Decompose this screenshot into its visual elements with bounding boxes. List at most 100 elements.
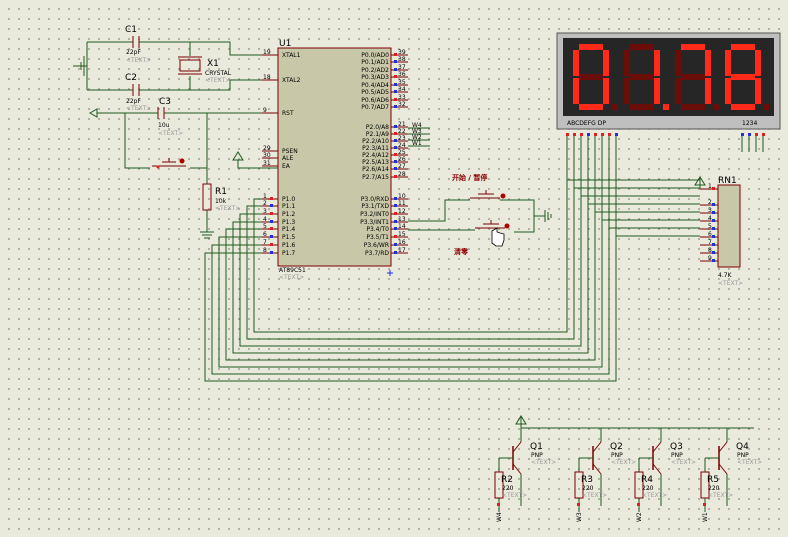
mcu-left-pin-num: 2 bbox=[263, 200, 267, 207]
segment-wire bbox=[239, 136, 582, 347]
segment-b bbox=[705, 50, 711, 76]
segment-g bbox=[579, 74, 603, 80]
segment-b bbox=[603, 50, 609, 76]
mcu-right-pin-num: 25 bbox=[398, 149, 406, 156]
display-digit-pin bbox=[755, 133, 758, 136]
mcu-left-pin-name: P1.3 bbox=[282, 219, 295, 226]
transistor-ref: Q1 bbox=[530, 442, 543, 452]
mcu-right-pin-num: 14 bbox=[398, 223, 406, 230]
mcu-left-pin-name: RST bbox=[282, 110, 294, 117]
segment-dp bbox=[612, 104, 618, 110]
mcu-right-pin-num: 17 bbox=[398, 247, 406, 254]
oscillator-circuit: C1 22pF <TEXT> C2 22pF <TEXT> X1 CRYSTAL… bbox=[73, 25, 278, 112]
segment-dp bbox=[714, 104, 720, 110]
mcu-right-pin-name: P0.6/AD6 bbox=[361, 97, 389, 104]
mcu-left-pin-name: PSEN bbox=[282, 148, 298, 155]
rn1-pin-num: 2 bbox=[708, 199, 712, 206]
mcu-left-pin-name: XTAL1 bbox=[282, 52, 301, 59]
mcu-right-pin-num: 39 bbox=[398, 49, 406, 56]
clear-button[interactable] bbox=[474, 218, 510, 234]
rn1-pin-num: 1 bbox=[708, 183, 712, 190]
mcu-right-pin-num: 26 bbox=[398, 156, 406, 163]
segment-wire bbox=[211, 136, 610, 375]
segment-g bbox=[630, 74, 654, 80]
segment-wire bbox=[225, 136, 596, 361]
pin-state-marker bbox=[712, 203, 715, 206]
segment-wire bbox=[253, 136, 568, 333]
mcu-left-pin-num: 30 bbox=[263, 152, 271, 159]
display-segment-pin bbox=[615, 133, 618, 136]
rn1-pin-num: 5 bbox=[708, 223, 712, 230]
mcu-right-pin-name: P2.5/A13 bbox=[362, 159, 389, 166]
mcu-right-pin-num: 16 bbox=[398, 239, 406, 246]
display-digit-pin bbox=[762, 133, 765, 136]
mcu-left-pin-name: ALE bbox=[282, 155, 293, 162]
pin-state-marker bbox=[394, 243, 397, 246]
mcu-right-pin-name: P2.2/A10 bbox=[362, 138, 389, 145]
mcu-right-pin-name: P2.1/A9 bbox=[366, 131, 389, 138]
rn1-pin-num: 4 bbox=[708, 215, 712, 222]
mcu-right-pin-name: P2.7/A15 bbox=[362, 174, 389, 181]
segment-b bbox=[654, 50, 660, 76]
mcu-right-pin-num: 36 bbox=[398, 71, 406, 78]
display-segment-pin bbox=[601, 133, 604, 136]
rn1-pin-num: 8 bbox=[708, 247, 712, 254]
mcu-left-pin-num: 9 bbox=[263, 107, 267, 114]
segment-wire bbox=[204, 136, 617, 382]
mcu-left-pin-num: 3 bbox=[263, 208, 267, 215]
x1-ref: X1 bbox=[207, 59, 219, 69]
segment-g bbox=[731, 74, 755, 80]
display-segment-pin bbox=[566, 133, 569, 136]
segment-pin-label: ABCDEFG DP bbox=[567, 120, 606, 127]
mcu-right-pin-num: 10 bbox=[398, 193, 406, 200]
pin-state-marker bbox=[394, 146, 397, 149]
transistor-net-label: W3 bbox=[576, 512, 583, 522]
clear-button-label[interactable]: 清零 bbox=[454, 247, 469, 256]
display-digit-pin bbox=[741, 133, 744, 136]
c2-ref: C2 bbox=[125, 73, 137, 83]
mcu-left-pin-name: P1.6 bbox=[282, 242, 295, 249]
rn1-power-arrow bbox=[694, 175, 706, 189]
segment-f bbox=[725, 50, 731, 76]
control-buttons bbox=[408, 190, 552, 247]
seven-segment-display: ABCDEFG DP 1234 bbox=[556, 32, 781, 152]
resistor-ref: R3 bbox=[581, 475, 593, 485]
segment-a bbox=[579, 44, 603, 50]
net-label-1: W3 bbox=[412, 128, 422, 135]
mcu-right-pin-num: 33 bbox=[398, 94, 406, 101]
rn1-ref: RN1 bbox=[718, 176, 737, 186]
start-pause-button-label[interactable]: 开始 / 暂停 bbox=[452, 173, 487, 182]
rn1-text: <TEXT> bbox=[718, 280, 743, 287]
segment-c bbox=[603, 78, 609, 104]
pin-state-marker bbox=[394, 105, 397, 108]
segment-g bbox=[681, 74, 705, 80]
segment-f bbox=[675, 50, 681, 76]
mcu-left-pin-name: P1.4 bbox=[282, 226, 295, 233]
mcu-right-pin-name: P3.1/TXD bbox=[361, 203, 389, 210]
mcu-left-pin-num: 18 bbox=[263, 74, 271, 81]
pin-state-marker bbox=[712, 211, 715, 214]
c2-value: 22pF bbox=[126, 98, 141, 105]
c1-text: <TEXT> bbox=[126, 57, 151, 64]
mcu-right-pin-name: P3.7/RD bbox=[365, 250, 389, 257]
mcu-right-pin-name: P3.6/WR bbox=[364, 242, 389, 249]
mcu-right-pin-num: 28 bbox=[398, 171, 406, 178]
segment-c bbox=[705, 78, 711, 104]
mcu-ref: U1 bbox=[279, 39, 291, 49]
mcu-right-pin-num: 12 bbox=[398, 208, 406, 215]
x1-value: CRYSTAL bbox=[205, 70, 232, 77]
pin-state-marker bbox=[270, 243, 273, 246]
segment-e bbox=[624, 78, 630, 104]
c3-value: 10u bbox=[158, 122, 170, 129]
pin-state-marker bbox=[394, 212, 397, 215]
segment-a bbox=[681, 44, 705, 50]
start-pause-button[interactable] bbox=[470, 188, 504, 204]
resistor-text: <TEXT> bbox=[708, 492, 733, 499]
mcu-right-pin-name: P0.0/AD0 bbox=[361, 52, 389, 59]
mcu-right-pin-name: P3.4/T0 bbox=[366, 226, 389, 233]
digit-driver-transistors: Q1PNP<TEXT>R2220<TEXT>W4Q2PNP<TEXT>R3220… bbox=[494, 415, 762, 522]
rn1-pin-num: 3 bbox=[708, 207, 712, 214]
segment-a bbox=[731, 44, 755, 50]
